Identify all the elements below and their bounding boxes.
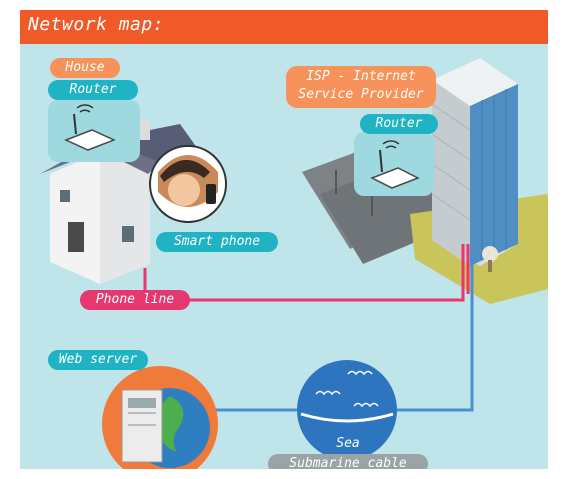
cable-right (396, 250, 474, 412)
isp-router-icon (354, 132, 434, 196)
map-illustration (40, 58, 548, 469)
house-router-icon (48, 100, 140, 162)
map-canvas: House Router ISP - Internet Service Prov… (20, 44, 548, 469)
isp-label-line-2: Service Provider (298, 87, 424, 102)
house-label: House (50, 58, 120, 78)
smart-phone-person-icon (149, 145, 227, 223)
sea-label: Sea (336, 436, 360, 451)
isp-building-icon (431, 58, 518, 266)
isp-label: ISP - Internet Service Provider (286, 66, 436, 108)
sea-icon (297, 360, 397, 460)
submarine-cable-label: Submarine cable (268, 454, 428, 469)
isp-label-line-1: ISP - Internet (306, 69, 416, 84)
phone-line-label: Phone line (80, 290, 190, 310)
smart-phone-label: Smart phone (156, 232, 278, 252)
house-router-label: Router (48, 80, 138, 100)
isp-router-label: Router (360, 114, 438, 134)
title-bar: Network map: (20, 10, 548, 44)
tree-icon (482, 246, 498, 262)
web-server-label: Web server (48, 350, 148, 370)
web-server-icon (102, 366, 218, 469)
page-title: Network map: (28, 14, 165, 35)
phone-line-path (143, 244, 465, 302)
